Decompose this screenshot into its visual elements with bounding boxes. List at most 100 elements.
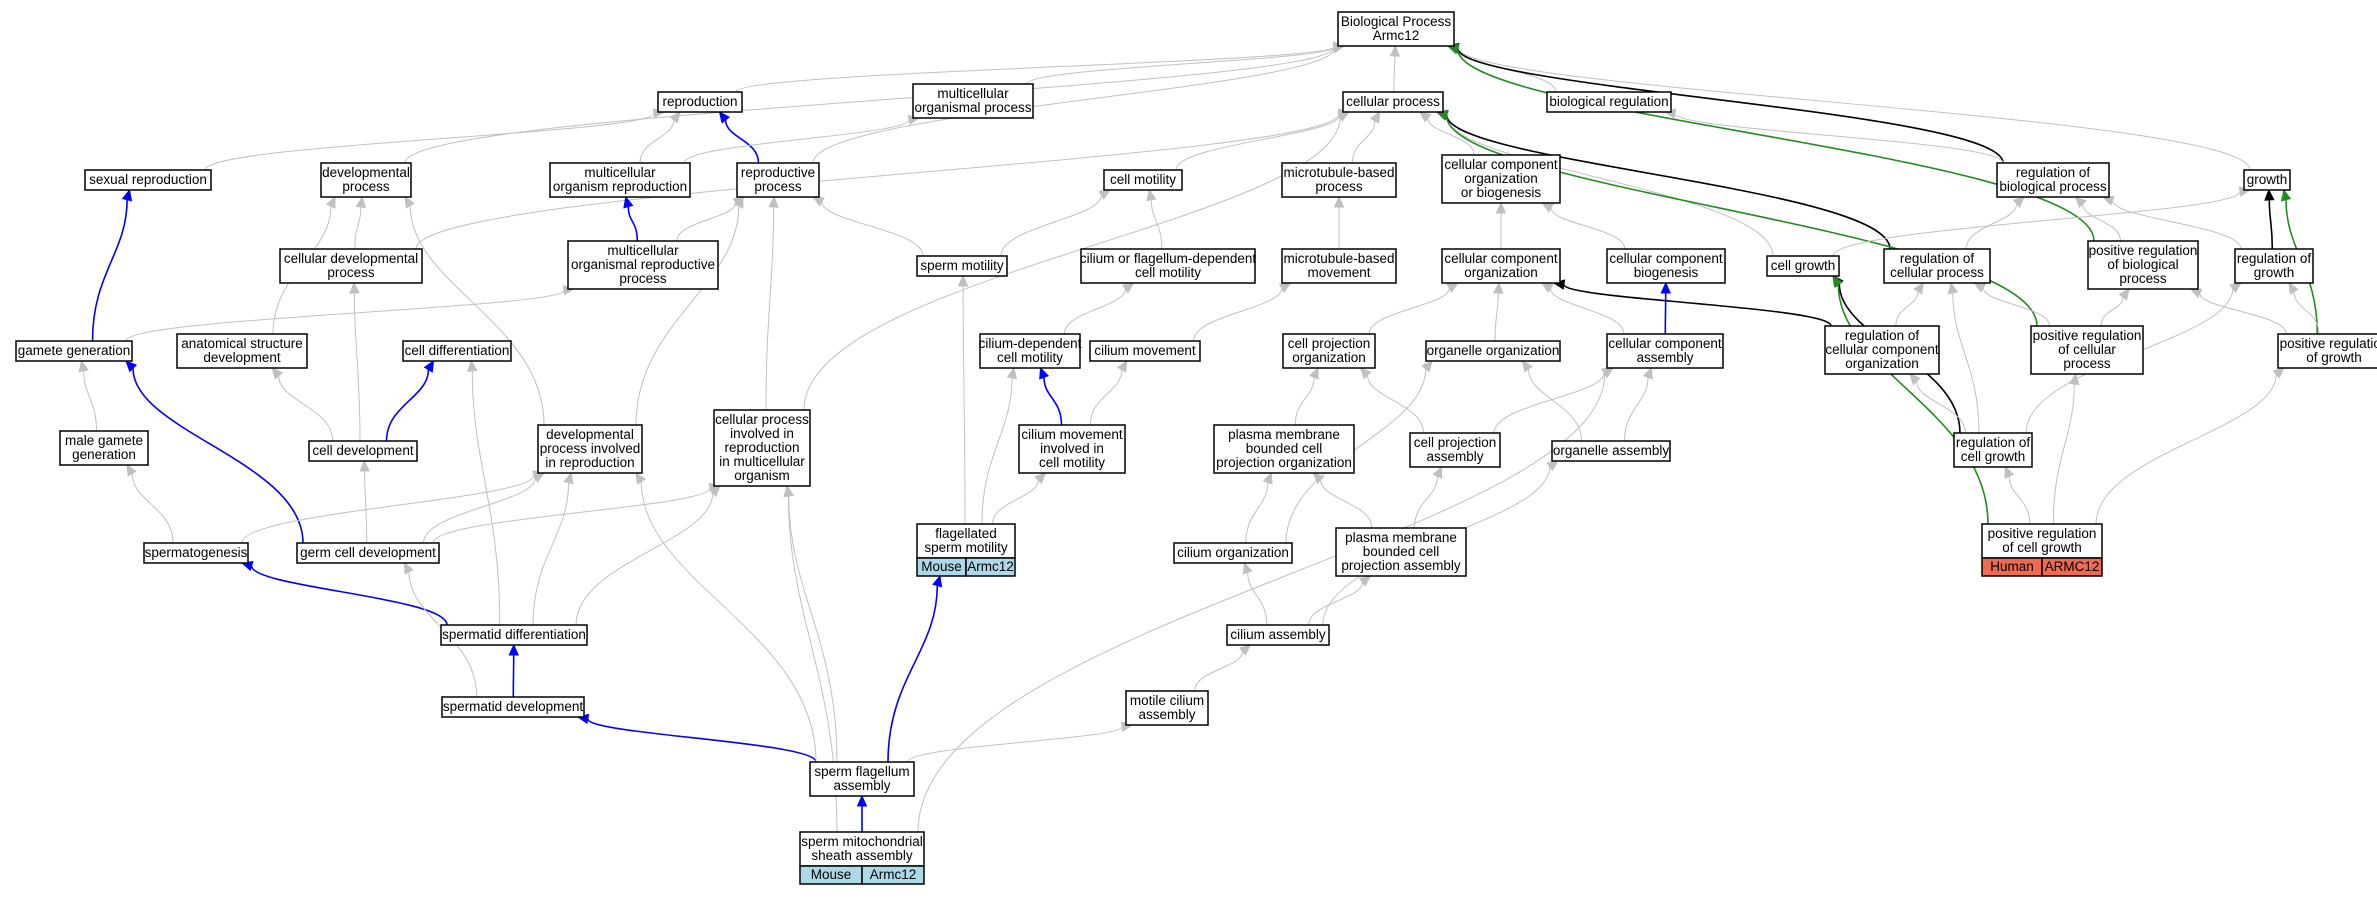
node-label-line: cellular process bbox=[1346, 94, 1440, 109]
go-term-node-cell-development[interactable]: cell development bbox=[308, 440, 418, 462]
node-label-line: organismal reproductive bbox=[571, 257, 715, 272]
go-term-node-biological-regulation[interactable]: biological regulation bbox=[1546, 91, 1672, 113]
edge-arrowhead bbox=[1034, 472, 1047, 485]
go-term-node-spermatogenesis[interactable]: spermatogenesis bbox=[143, 542, 249, 564]
go-term-node-organelle-organization[interactable]: organelle organization bbox=[1425, 340, 1561, 362]
go-term-node-cilium-organization[interactable]: cilium organization bbox=[1173, 542, 1293, 564]
edge-cilium-organization-to-organelle-organization bbox=[1285, 360, 1433, 544]
edge-line bbox=[1194, 651, 1244, 692]
edge-developmental-process-involved-in-reproduction-to-developmental-process bbox=[404, 195, 545, 426]
edge-arrowhead bbox=[126, 463, 137, 477]
node-label-line: cell motility bbox=[1039, 455, 1105, 470]
go-term-node-gamete-generation[interactable]: gamete generation bbox=[15, 340, 133, 362]
go-term-node-germ-cell-development[interactable]: germ cell development bbox=[296, 542, 440, 564]
node-label-line: reproductive bbox=[741, 165, 815, 180]
edge-spermatid-differentiation-to-cellular-process-involved-in-reproduction bbox=[575, 485, 721, 626]
node-box bbox=[1226, 624, 1330, 646]
edge-line bbox=[1916, 381, 1966, 434]
edge-line bbox=[1026, 46, 1335, 85]
go-term-node-organelle-assembly[interactable]: organelle assembly bbox=[1551, 440, 1671, 462]
go-term-node-cilium-assembly[interactable]: cilium assembly bbox=[1226, 624, 1330, 646]
go-term-node-cilium-movement[interactable]: cilium movement bbox=[1089, 340, 1201, 362]
edge-arrowhead bbox=[2004, 465, 2015, 479]
node-label-line: biological process bbox=[1999, 179, 2107, 194]
go-term-node-spermatid-differentiation[interactable]: spermatid differentiation bbox=[440, 624, 588, 646]
edge-arrowhead bbox=[1359, 367, 1372, 380]
node-label-line: sperm motility bbox=[924, 540, 1008, 555]
go-term-node-reproduction[interactable]: reproduction bbox=[657, 91, 743, 113]
go-term-node-cell-motility[interactable]: cell motility bbox=[1103, 169, 1183, 191]
go-term-node-cell-growth[interactable]: cell growth bbox=[1766, 255, 1840, 277]
node-label-line: in reproduction bbox=[545, 455, 634, 470]
edge-cilium-movement-to-microtubule-based-movement bbox=[1193, 282, 1292, 342]
node-label-line: cell motility bbox=[1110, 172, 1176, 187]
go-term-node-cell-differentiation[interactable]: cell differentiation bbox=[402, 340, 512, 362]
edge-germ-cell-development-to-cellular-process-involved-in-reproduction bbox=[432, 482, 722, 544]
go-term-node-sperm-motility[interactable]: sperm motility bbox=[916, 255, 1008, 277]
node-label-line: cell projection bbox=[1288, 336, 1371, 351]
edge-line bbox=[1445, 115, 1774, 257]
edge-arrowhead bbox=[1521, 360, 1534, 373]
node-box bbox=[1018, 424, 1126, 474]
node-label-line: cellular process bbox=[715, 412, 809, 427]
node-box bbox=[176, 333, 308, 369]
go-term-node-spermatid-development[interactable]: spermatid development bbox=[441, 696, 585, 718]
edge-line bbox=[1674, 113, 2004, 164]
go-term-node-growth[interactable]: growth bbox=[2243, 169, 2291, 191]
edge-line bbox=[1494, 292, 1499, 342]
go-term-node-sexual-reproduction[interactable]: sexual reproduction bbox=[84, 169, 212, 191]
edge-regulation-of-cell-growth-to-regulation-of-cellular-component-organization bbox=[1908, 373, 1966, 434]
edge-arrowhead bbox=[2012, 196, 2025, 208]
node-label-line: cellular component bbox=[1609, 251, 1723, 266]
edge-arrowhead bbox=[1116, 359, 1128, 373]
edge-arrowhead bbox=[1333, 195, 1345, 208]
node-box bbox=[1425, 340, 1561, 362]
edge-cilium-movement-involved-in-cell-motility-to-cilium-dependent-cell-motility bbox=[1039, 366, 1063, 426]
go-term-node-cellular-process[interactable]: cellular process bbox=[1342, 91, 1444, 113]
gene-cell bbox=[965, 557, 1016, 577]
edge-line bbox=[2082, 203, 2121, 242]
edge-arrowhead bbox=[1006, 366, 1018, 380]
edge-line bbox=[1550, 207, 1626, 250]
edge-line bbox=[907, 726, 1123, 763]
node-box bbox=[1125, 690, 1209, 726]
edge-line bbox=[1456, 49, 1557, 93]
